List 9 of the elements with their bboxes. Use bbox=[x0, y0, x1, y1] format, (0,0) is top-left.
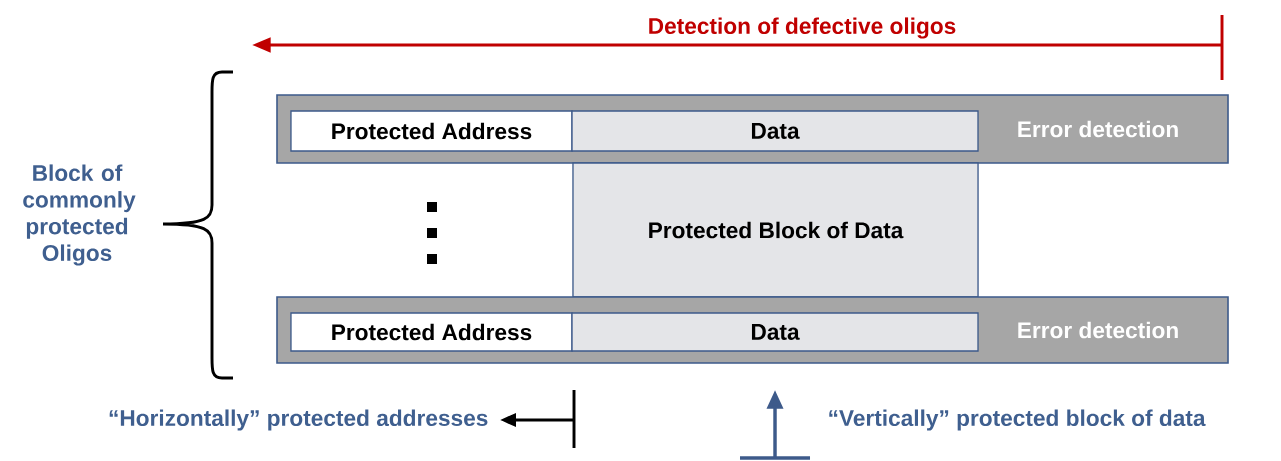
address-cell: Protected Address bbox=[290, 110, 573, 152]
data-cell: Data bbox=[571, 110, 979, 152]
data-cell: Data bbox=[571, 312, 979, 352]
data-block: Protected Block of Data bbox=[572, 162, 979, 298]
arrow-label: “Horizontally” protected addresses bbox=[109, 409, 488, 431]
arrow-label: Detection of defective oligos bbox=[649, 17, 956, 39]
address-cell: Protected Address bbox=[290, 312, 573, 352]
arrow-label: “Vertically” protected block of data bbox=[829, 409, 1206, 431]
group-label: Block of commonly protected Oligos bbox=[23, 164, 136, 266]
